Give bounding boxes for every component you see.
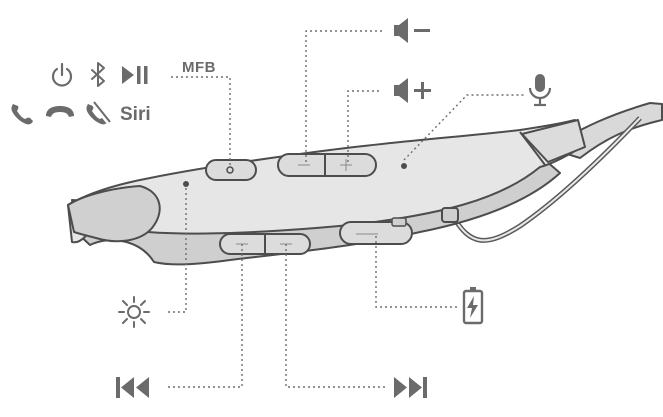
- siri-label: Siri: [120, 104, 151, 125]
- next-track-icon: [394, 377, 427, 398]
- brightness-indicator-icon: [118, 296, 150, 328]
- microphone-icon: [528, 74, 552, 107]
- volume-up-icon: [394, 78, 431, 103]
- neckband-body: [67, 102, 663, 266]
- answer-call-icon: [11, 104, 33, 125]
- leader-lines: [168, 30, 524, 388]
- reject-call-icon: [86, 101, 111, 125]
- battery-charging-icon: [462, 287, 484, 325]
- microphone-hole: [401, 163, 407, 169]
- bluetooth-icon: [91, 62, 105, 87]
- volume-down-icon: [394, 18, 430, 43]
- previous-track-icon: [116, 377, 149, 398]
- play-pause-icon: [122, 66, 148, 84]
- mfb-button[interactable]: [205, 159, 257, 181]
- led-indicator: [183, 181, 189, 187]
- mfb-label: MFB: [182, 59, 216, 76]
- track-rocker-button[interactable]: [219, 233, 311, 255]
- volume-rocker-button[interactable]: [277, 153, 377, 177]
- cable-connector: [441, 207, 459, 223]
- end-call-icon: [46, 106, 74, 117]
- usb-charging-port: [339, 217, 413, 245]
- power-icon: [51, 62, 73, 87]
